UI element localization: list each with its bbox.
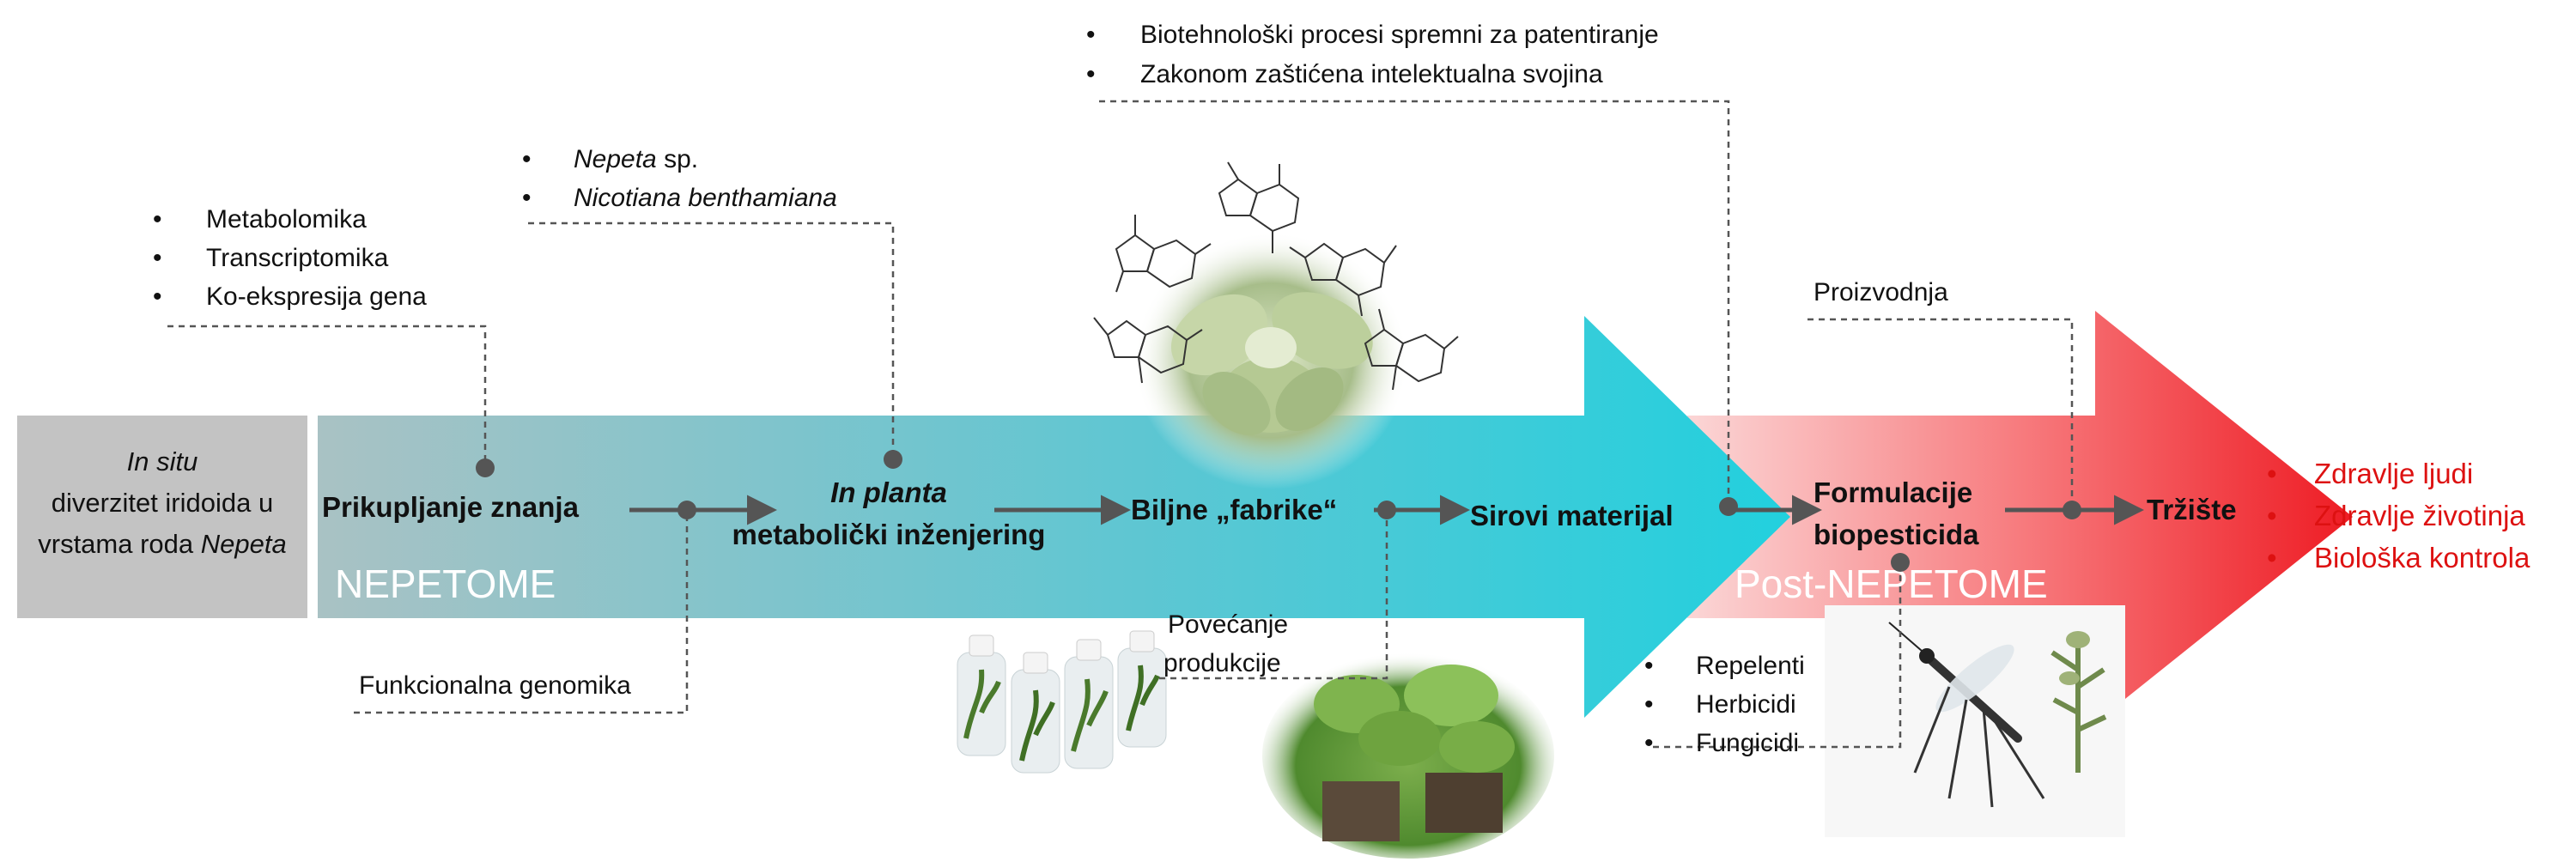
ip-item: Zakonom zaštićena intelektualna svojina <box>1140 60 1603 88</box>
dot-funkcionalna <box>677 501 696 519</box>
svg-text:•: • <box>1086 21 1096 49</box>
pesticide-item: Repelenti <box>1696 652 1805 680</box>
post-nepetome-arrow <box>1687 311 2353 723</box>
svg-text:•: • <box>522 145 532 173</box>
connector-povecanje <box>1159 510 1388 680</box>
ip-item: Biotehnološki procesi spremni za patenti… <box>1140 21 1659 49</box>
insitu-line2: diverzitet iridoida u <box>52 488 273 518</box>
outcome-item: Biološka kontrola <box>2314 542 2530 574</box>
dot-fabrike <box>1377 501 1396 519</box>
omics-item: Transcriptomika <box>206 244 389 272</box>
dot-pesticides <box>1891 553 1910 572</box>
svg-text:•: • <box>153 244 162 272</box>
outcome-item: Zdravlje ljudi <box>2314 458 2473 489</box>
mosquito-icon <box>1825 605 2125 837</box>
insitu-line3: vrstama roda Nepeta <box>38 529 286 559</box>
pesticide-item: Herbicidi <box>1696 690 1796 719</box>
svg-text:•: • <box>1644 729 1654 757</box>
svg-text:•: • <box>153 282 162 311</box>
svg-text:•: • <box>2267 500 2277 531</box>
step-fabrike: Biljne „fabrike“ <box>1131 494 1337 525</box>
svg-text:•: • <box>1086 60 1096 88</box>
dot-inplanta <box>884 450 902 469</box>
dot-proizvodnja <box>2063 501 2081 519</box>
connector-ip <box>1099 100 1730 507</box>
post-nepetome-label: Post-NEPETOME <box>1735 561 2048 606</box>
connector-omics <box>167 325 487 468</box>
note-proizvodnja: Proizvodnja <box>1814 278 1948 307</box>
note-plants: • Nepeta sp. • Nicotiana benthamiana <box>522 145 837 212</box>
step-formulacije-1: Formulacije <box>1814 476 1972 508</box>
note-funkcionalna: Funkcionalna genomika <box>359 671 631 700</box>
note-povecanje-1: Povećanje <box>1168 610 1288 639</box>
step-formulacije-2: biopesticida <box>1814 519 1979 550</box>
note-ip: • Biotehnološki procesi spremni za paten… <box>1086 21 1659 88</box>
step-inplanta-title: In planta <box>830 476 947 508</box>
insitu-title: In situ <box>127 446 198 476</box>
dot-prikupljanje <box>476 458 495 477</box>
step-prikupljanje: Prikupljanje znanja <box>322 491 580 523</box>
iridoid-molecule-icon <box>1093 161 1459 391</box>
step-inplanta-sub: metabolički inženjering <box>732 519 1046 550</box>
svg-text:•: • <box>1644 690 1654 719</box>
dashed-connectors <box>167 100 2074 749</box>
svg-text:•: • <box>2267 542 2277 574</box>
insitu-line3b: Nepeta <box>201 529 287 559</box>
note-povecanje-2: produkcije <box>1163 649 1281 677</box>
pesticide-item: Fungicidi <box>1696 729 1799 757</box>
insitu-line3a: vrstama roda <box>38 529 201 559</box>
nicotiana-seedling-icon <box>1262 653 1554 859</box>
svg-text:•: • <box>1644 652 1654 680</box>
tissue-culture-flask-icon <box>957 630 1167 774</box>
insitu-box <box>17 416 307 618</box>
step-sirovi: Sirovi materijal <box>1470 500 1674 531</box>
plant-item: Nepeta sp. <box>574 145 698 173</box>
svg-text:•: • <box>153 205 162 234</box>
nepeta-plant-icon <box>1133 232 1408 489</box>
dot-ip <box>1719 497 1738 516</box>
omics-item: Ko-ekspresija gena <box>206 282 427 311</box>
note-pesticides: • Repelenti • Herbicidi • Fungicidi <box>1644 652 1805 757</box>
connector-pesticides <box>1653 562 1902 749</box>
svg-text:•: • <box>2267 458 2277 489</box>
step-trziste: Tržište <box>2147 494 2237 525</box>
plant-item: Nicotiana benthamiana <box>574 184 837 212</box>
note-outcomes: • Zdravlje ljudi • Zdravlje životinja • … <box>2267 458 2530 574</box>
nepetome-label: NEPETOME <box>335 561 556 606</box>
omics-item: Metabolomika <box>206 205 367 234</box>
svg-text:•: • <box>522 184 532 212</box>
note-omics: • Metabolomika • Transcriptomika • Ko-ek… <box>153 205 427 311</box>
outcome-item: Zdravlje životinja <box>2314 500 2525 531</box>
